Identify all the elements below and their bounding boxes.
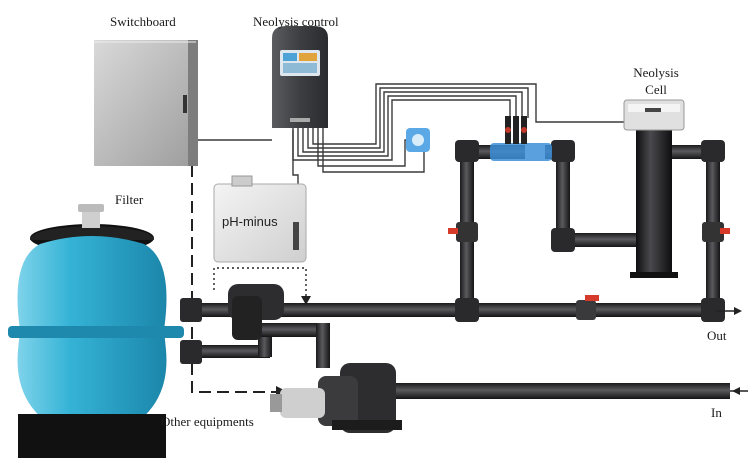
neolysis-cell-label-line1: Neolysis [633, 65, 679, 80]
dashed-power-line [191, 165, 280, 393]
valve-icon [585, 295, 599, 301]
neolysis-cell-label-line2: Cell [645, 82, 667, 97]
sand-filter [8, 204, 184, 458]
neolysis-control-label: Neolysis control [253, 14, 339, 29]
dotted-dosing-line [213, 267, 307, 298]
in-label: In [711, 405, 722, 420]
ph-minus-tank [213, 175, 307, 263]
pump [228, 284, 402, 433]
neolysis-cell [623, 99, 685, 278]
control-cables [190, 83, 625, 230]
valve-icon [448, 222, 478, 242]
neolysis-cell-label: Neolysis Cell [630, 64, 682, 98]
in-arrow-icon [730, 387, 748, 395]
ph-minus-label: pH-minus [222, 214, 278, 229]
out-arrow-icon [716, 307, 742, 315]
dosing-arrow-icon [301, 296, 311, 305]
other-equipments-label: Other equipments [161, 414, 254, 429]
sensor-manifold [490, 116, 552, 161]
neolysis-controller [272, 26, 328, 128]
filter-label: Filter [115, 192, 144, 207]
out-label: Out [707, 328, 727, 343]
switchboard-label: Switchboard [110, 14, 176, 29]
switchboard-cabinet [94, 40, 198, 166]
dosing-pump-icon [406, 128, 430, 152]
valve-icon [702, 222, 730, 242]
